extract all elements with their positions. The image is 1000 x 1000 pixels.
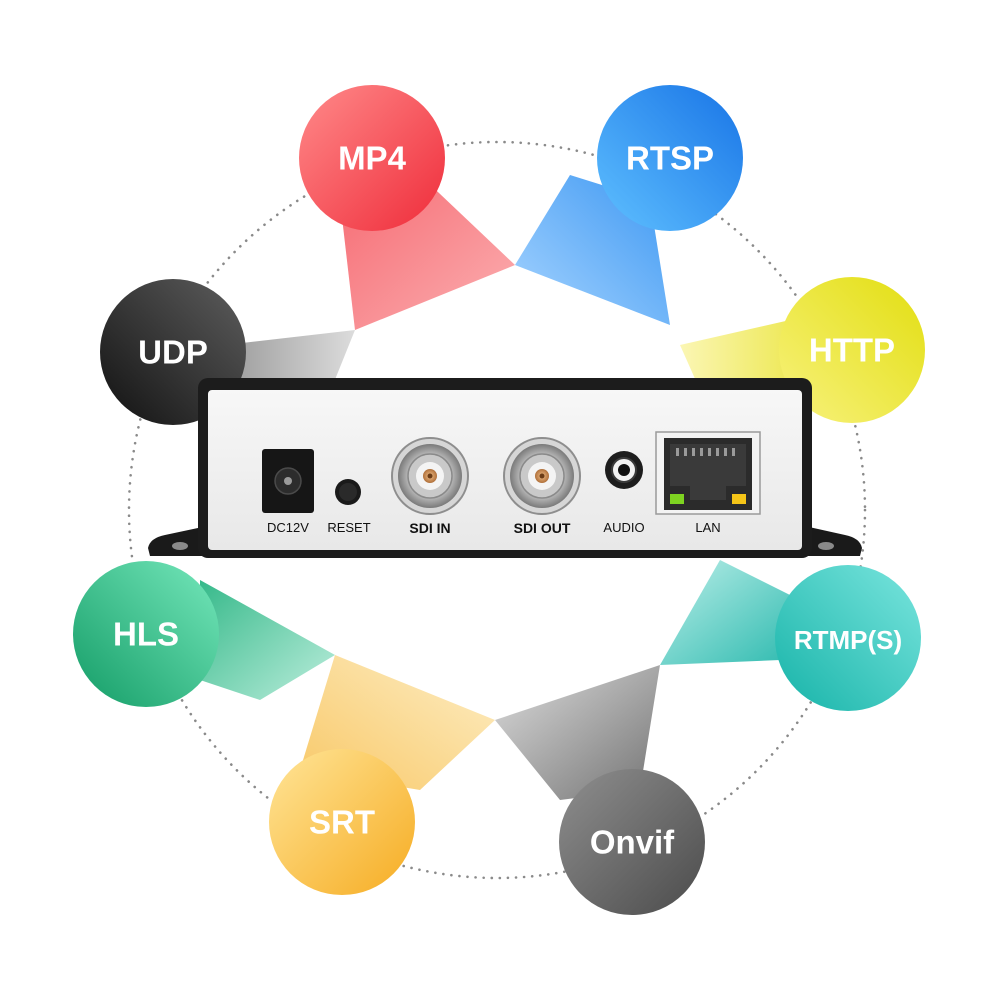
audio-jack <box>605 451 643 489</box>
lan-port <box>655 431 761 515</box>
protocol-label-hls: HLS <box>113 616 179 653</box>
dotted-ring <box>127 140 867 880</box>
protocol-label-http: HTTP <box>809 332 895 369</box>
protocol-bubble-rtmps: RTMP(S) <box>775 565 921 711</box>
protocol-bubble-onvif: Onvif <box>559 769 705 915</box>
mounting-ear-left <box>148 525 212 556</box>
audio-label: AUDIO <box>603 520 644 535</box>
http-pointer <box>680 320 790 390</box>
sdi-out-connector <box>503 437 581 515</box>
lan-label: LAN <box>695 520 720 535</box>
protocol-bubble-rtsp: RTSP <box>597 85 743 231</box>
lan-led-green <box>670 494 684 504</box>
protocol-bubble-mp4: MP4 <box>299 85 445 231</box>
mounting-ear-right <box>800 525 862 556</box>
onvif-pointer <box>495 665 660 800</box>
sdi-in-connector <box>391 437 469 515</box>
encoder-device: DC12V RESET SDI IN SDI OUT <box>148 378 862 558</box>
sdi-out-label: SDI OUT <box>514 520 571 536</box>
protocol-label-rtsp: RTSP <box>626 140 714 177</box>
reset-label: RESET <box>327 520 370 535</box>
protocol-bubble-hls: HLS <box>73 561 219 707</box>
sdi-in-label: SDI IN <box>409 520 450 536</box>
protocol-label-rtmps: RTMP(S) <box>794 625 902 655</box>
dc-power-jack <box>262 449 314 513</box>
protocol-label-srt: SRT <box>309 804 375 841</box>
hls-pointer <box>200 580 335 700</box>
rtmp-pointer <box>660 560 800 665</box>
reset-button <box>335 479 361 505</box>
protocol-label-onvif: Onvif <box>590 824 675 861</box>
protocol-bubble-srt: SRT <box>269 749 415 895</box>
dc-port-label: DC12V <box>267 520 309 535</box>
protocol-label-mp4: MP4 <box>338 140 407 177</box>
lan-led-yellow <box>732 494 746 504</box>
protocol-bubble-http: HTTP <box>779 277 925 423</box>
protocol-label-udp: UDP <box>138 334 208 371</box>
